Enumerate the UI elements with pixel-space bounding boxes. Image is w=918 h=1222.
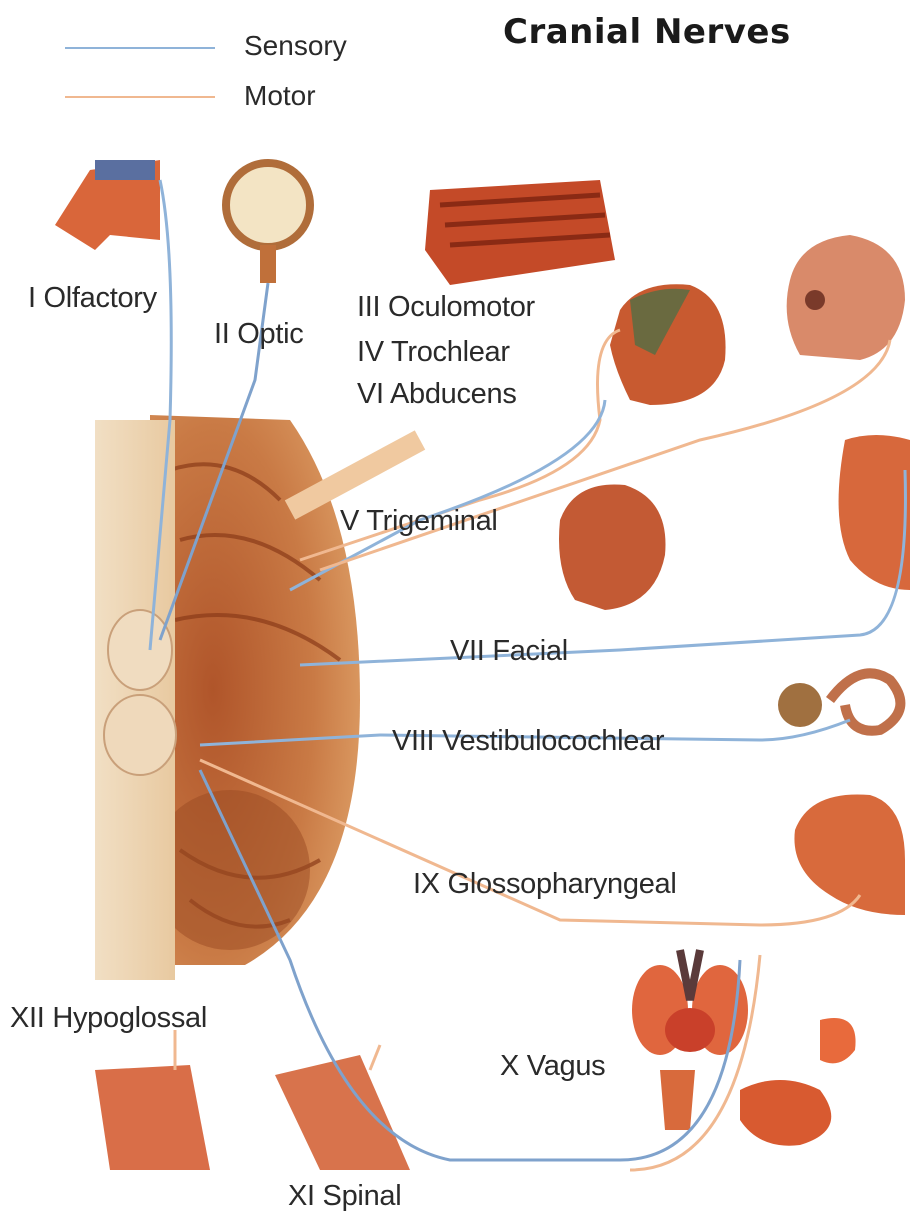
label-vestibulocochlear: VIII Vestibulocochlear <box>392 725 664 758</box>
legend-sensory-line <box>65 47 215 49</box>
diagram-title: Cranial Nerves <box>503 12 791 52</box>
inner-ear-picture <box>778 673 900 730</box>
neck-picture <box>275 1055 410 1170</box>
skull-picture <box>787 235 905 360</box>
label-facial: VII Facial <box>450 635 568 668</box>
label-oculomotor: III Oculomotor <box>357 291 535 324</box>
label-glossopharyngeal: IX Glossopharyngeal <box>413 868 677 901</box>
label-trochlear: IV Trochlear <box>357 336 510 369</box>
label-abducens: VI Abducens <box>357 378 517 411</box>
tongue-picture <box>95 1065 210 1170</box>
spinal-nerve-path <box>370 1045 380 1070</box>
eye-muscles-picture <box>425 180 615 285</box>
legend-motor-line <box>65 96 215 98</box>
head-profile-picture <box>610 284 726 405</box>
brain-illustration <box>95 415 420 980</box>
label-olfactory: I Olfactory <box>28 282 157 315</box>
mouth-picture <box>839 435 910 590</box>
label-hypoglossal: XII Hypoglossal <box>10 1002 207 1035</box>
label-trigeminal: V Trigeminal <box>340 505 498 538</box>
legend-motor-label: Motor <box>244 80 316 112</box>
optic-eye-picture <box>226 163 310 283</box>
label-spinal: XI Spinal <box>288 1180 401 1213</box>
olfactory-nose-picture <box>55 160 160 250</box>
label-vagus: X Vagus <box>500 1050 605 1083</box>
throat-picture <box>794 794 905 915</box>
legend-sensory-label: Sensory <box>244 30 347 62</box>
face-picture <box>559 484 666 610</box>
label-optic: II Optic <box>214 318 303 351</box>
